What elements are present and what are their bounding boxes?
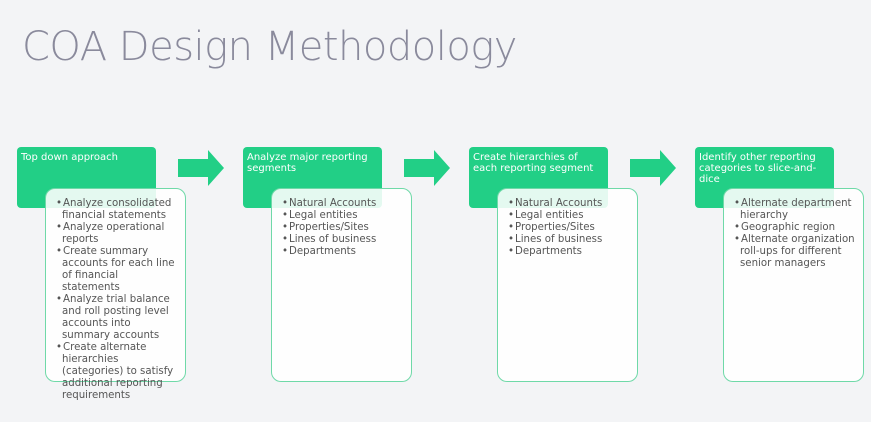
right-arrow-icon: [630, 150, 676, 186]
slide-title: COA Design Methodology: [22, 24, 517, 70]
step-item: Geographic region: [734, 222, 857, 234]
step-item: Departments: [282, 246, 405, 258]
step-details: Natural AccountsLegal entitiesProperties…: [271, 188, 412, 382]
step-item: Analyze operational reports: [56, 222, 179, 246]
step-item: Analyze trial balance and roll posting l…: [56, 294, 179, 342]
step-item: Create alternate hierarchies (categories…: [56, 342, 179, 402]
step-details: Analyze consolidated financial statement…: [45, 188, 186, 401]
right-arrow-icon: [178, 150, 224, 186]
step-item: Alternate department hierarchy: [734, 198, 857, 222]
step-details: Natural AccountsLegal entitiesProperties…: [497, 188, 638, 382]
step-item: Lines of business: [508, 234, 631, 246]
step-item: Properties/Sites: [508, 222, 631, 234]
step-item: Analyze consolidated financial statement…: [56, 198, 179, 222]
step-item: Create summary accounts for each line of…: [56, 246, 179, 294]
step-item: Legal entities: [508, 210, 631, 222]
step-item: Departments: [508, 246, 631, 258]
step-item: Alternate organization roll-ups for diff…: [734, 234, 857, 270]
step-details: Alternate department hierarchyGeographic…: [723, 188, 864, 382]
right-arrow-icon: [404, 150, 450, 186]
step-item: Legal entities: [282, 210, 405, 222]
step-item: Natural Accounts: [508, 198, 631, 210]
step-item: Lines of business: [282, 234, 405, 246]
step-item: Natural Accounts: [282, 198, 405, 210]
step-item: Properties/Sites: [282, 222, 405, 234]
